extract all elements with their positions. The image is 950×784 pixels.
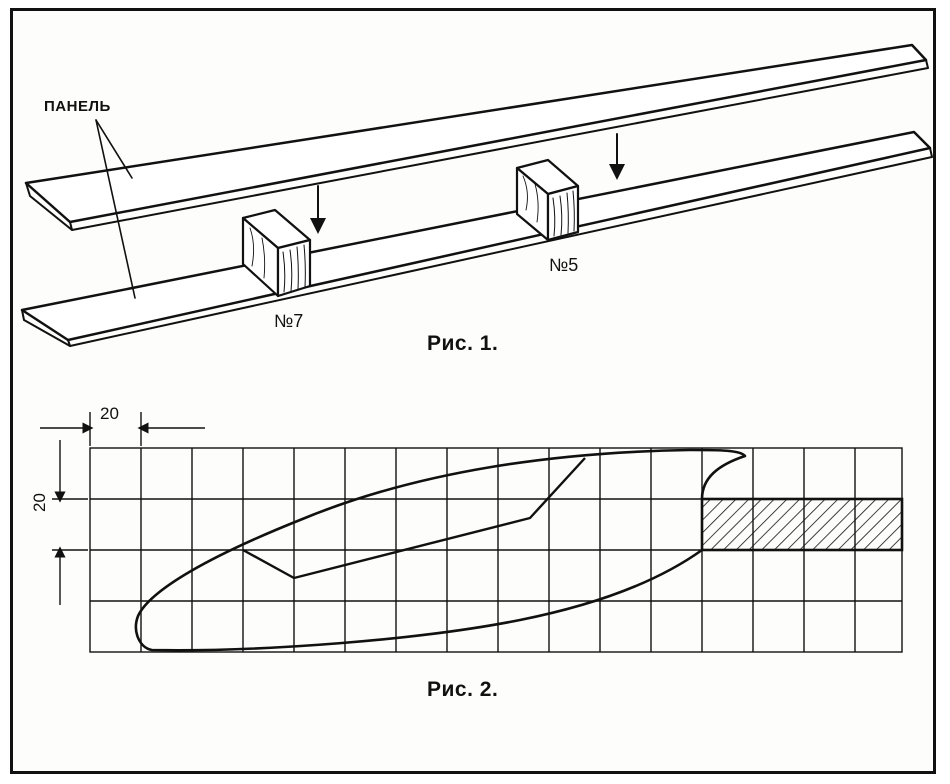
inner-cutout (242, 457, 586, 580)
block-5-label: №5 (549, 255, 579, 275)
leader-upper (95, 119, 133, 179)
outer-contour (134, 448, 747, 652)
block-5 (515, 158, 580, 242)
leader-lower (95, 119, 136, 299)
dimension-horizontal (40, 412, 205, 446)
block-7 (241, 208, 312, 298)
upper-panel (24, 43, 929, 231)
hatched-root-section (700, 497, 904, 552)
grid (89, 447, 903, 653)
dimension-horizontal-label: 20 (100, 404, 119, 423)
block-7-label: №7 (274, 311, 304, 331)
figure-1-caption: Рис. 1. (427, 332, 499, 355)
panel-label: ПАНЕЛЬ (44, 98, 111, 115)
figure-1 (20, 43, 933, 347)
figure-2 (40, 412, 904, 653)
figure-2-caption: Рис. 2. (427, 678, 499, 701)
dimension-vertical (52, 440, 88, 605)
dimension-vertical-label: 20 (30, 493, 49, 512)
lower-panel (20, 130, 933, 347)
